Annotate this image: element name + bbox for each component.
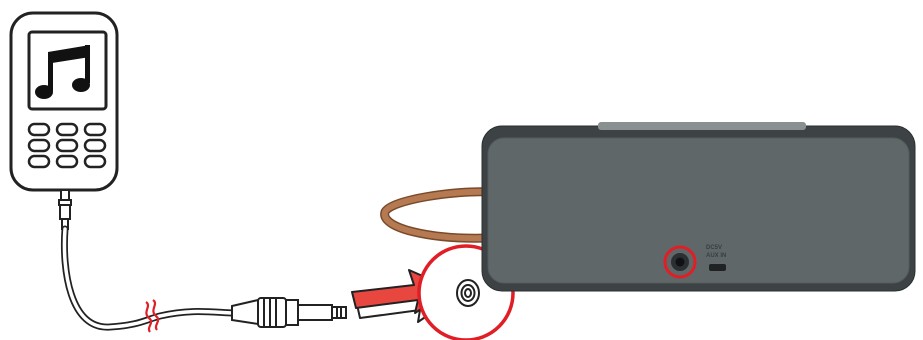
bluetooth-speaker: DC5V AUX IN (481, 122, 916, 292)
speaker-strap (380, 187, 495, 243)
phone-audio-plug (58, 189, 72, 230)
audio-jack-icon (456, 279, 480, 307)
mobile-phone-icon (9, 11, 119, 192)
music-note-icon (35, 45, 90, 99)
cable-break-icon (145, 299, 160, 333)
port-label-line2: AUX IN (706, 253, 726, 259)
phone-keypad (27, 122, 107, 169)
speaker-top-strip (598, 122, 806, 130)
speaker-aux-port (663, 245, 697, 279)
speaker-audio-plug (231, 297, 347, 328)
port-label-line1: DC5V (706, 245, 722, 251)
audio-cable (60, 225, 236, 331)
speaker-usb-port (709, 264, 726, 271)
